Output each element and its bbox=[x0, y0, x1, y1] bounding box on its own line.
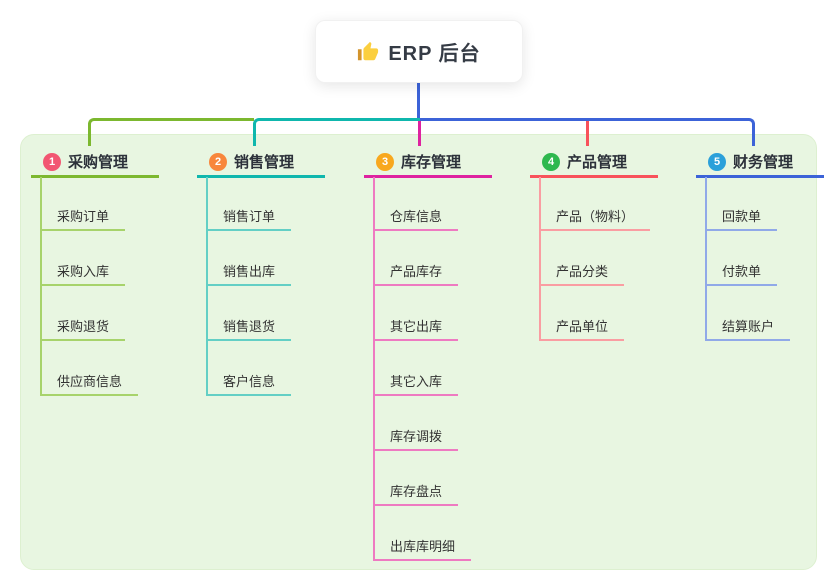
root-label: ERP 后台 bbox=[388, 43, 481, 65]
mindmap-node[interactable]: 产品分类 bbox=[539, 264, 625, 286]
trunk-line bbox=[417, 83, 420, 121]
child-connector-line bbox=[206, 177, 208, 396]
branch-3-connector bbox=[418, 121, 421, 146]
child-connector-line bbox=[705, 177, 707, 341]
branch-4-connector bbox=[586, 121, 589, 146]
mindmap-node[interactable]: 产品（物料） bbox=[539, 209, 651, 231]
mindmap-node[interactable]: 供应商信息 bbox=[40, 374, 139, 396]
mindmap-node[interactable]: 产品单位 bbox=[539, 319, 625, 341]
mindmap-node[interactable]: 采购退货 bbox=[40, 319, 126, 341]
child-connector-line bbox=[539, 177, 541, 341]
mindmap-node[interactable]: 仓库信息 bbox=[373, 209, 459, 231]
branch-title-label: 销售管理 bbox=[234, 154, 295, 171]
branch-title-node[interactable]: 2 销售管理 bbox=[197, 148, 325, 178]
branch-number-badge: 2 bbox=[209, 152, 227, 171]
mindmap-node[interactable]: 付款单 bbox=[705, 264, 778, 286]
mindmap-node[interactable]: 其它入库 bbox=[373, 374, 459, 396]
branch-title-node[interactable]: 3 库存管理 bbox=[364, 148, 492, 178]
branch-5-connector bbox=[420, 118, 755, 146]
mindmap-node[interactable]: 结算账户 bbox=[705, 319, 791, 341]
mindmap-node[interactable]: 采购订单 bbox=[40, 209, 126, 231]
child-connector-line bbox=[40, 177, 42, 396]
branch-number-badge: 4 bbox=[542, 152, 560, 171]
thumbs-up-icon bbox=[357, 41, 379, 63]
branch-title-label: 库存管理 bbox=[401, 154, 462, 171]
mindmap-node[interactable]: 产品库存 bbox=[373, 264, 459, 286]
mindmap-panel bbox=[20, 134, 817, 570]
mindmap-node[interactable]: 库存调拨 bbox=[373, 429, 459, 451]
child-connector-line bbox=[373, 177, 375, 561]
mindmap-node[interactable]: 销售退货 bbox=[206, 319, 292, 341]
mindmap-node[interactable]: 客户信息 bbox=[206, 374, 292, 396]
branch-title-node[interactable]: 5 财务管理 bbox=[696, 148, 824, 178]
branch-title-node[interactable]: 1 采购管理 bbox=[31, 148, 159, 178]
branch-number-badge: 5 bbox=[708, 152, 726, 171]
branch-number-badge: 1 bbox=[43, 152, 61, 171]
root-node[interactable]: ERP 后台 bbox=[315, 20, 523, 83]
mindmap-node[interactable]: 采购入库 bbox=[40, 264, 126, 286]
branch-2-connector bbox=[253, 118, 420, 146]
branch-title-label: 采购管理 bbox=[68, 154, 129, 171]
branch-title-label: 财务管理 bbox=[733, 154, 794, 171]
mindmap-node[interactable]: 出库库明细 bbox=[373, 539, 472, 561]
branch-title-label: 产品管理 bbox=[567, 154, 628, 171]
mindmap-node[interactable]: 其它出库 bbox=[373, 319, 459, 341]
branch-number-badge: 3 bbox=[376, 152, 394, 171]
mindmap-node[interactable]: 销售出库 bbox=[206, 264, 292, 286]
mindmap-node[interactable]: 回款单 bbox=[705, 209, 778, 231]
branch-1-connector bbox=[88, 118, 254, 146]
mindmap-node[interactable]: 销售订单 bbox=[206, 209, 292, 231]
branch-title-node[interactable]: 4 产品管理 bbox=[530, 148, 658, 178]
mindmap-node[interactable]: 库存盘点 bbox=[373, 484, 459, 506]
